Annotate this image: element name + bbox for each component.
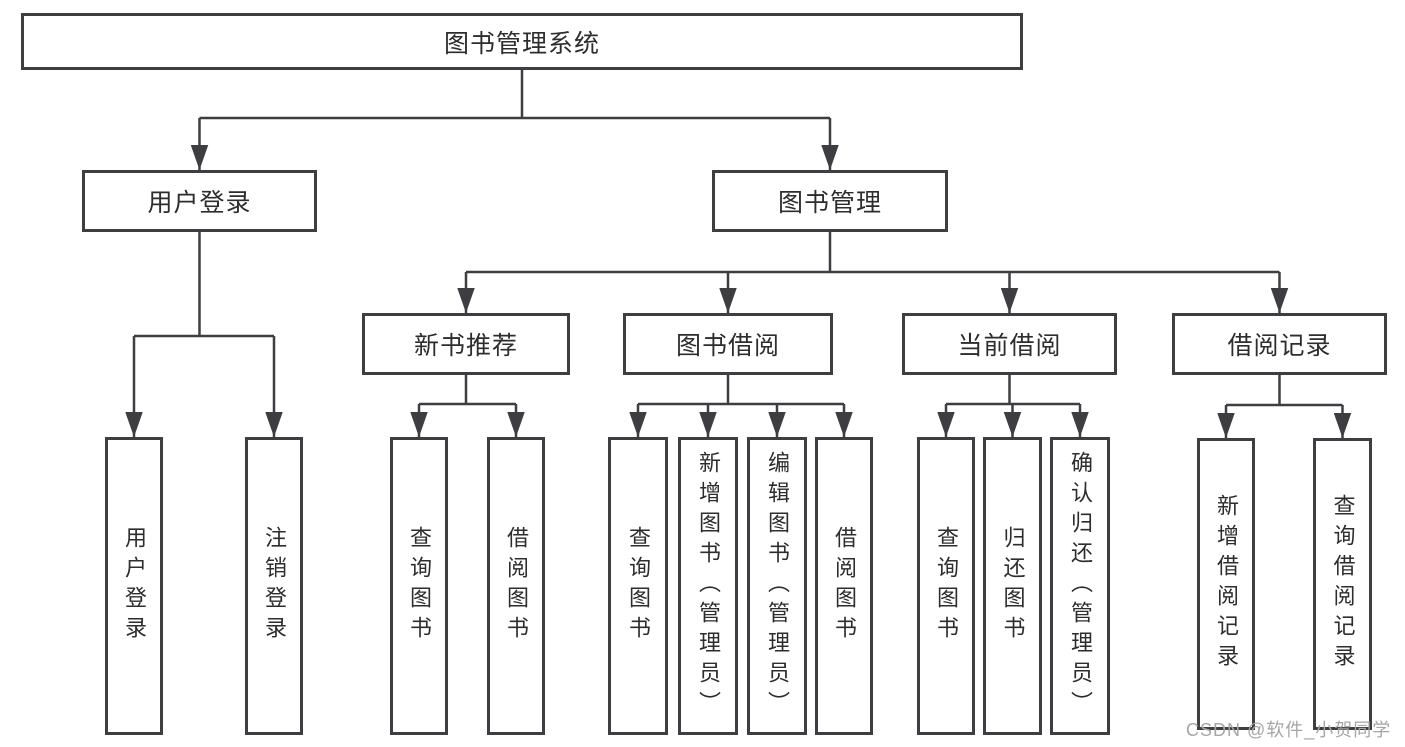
connector-borrow-records-trunk	[1226, 375, 1343, 407]
leaf-recommend-query-books: 查询图书	[390, 437, 448, 735]
connector-book-borrow-trunk	[638, 375, 844, 406]
csdn-watermark: CSDN @软件_小贺同学	[1186, 720, 1392, 740]
connector-user-login-trunk	[134, 232, 274, 338]
connector-current-borrow-trunk	[946, 375, 1080, 406]
node-current-borrow: 当前借阅	[902, 313, 1117, 375]
node-borrow-records: 借阅记录	[1172, 313, 1387, 375]
leaf-current-return-books: 归还图书	[983, 437, 1042, 735]
node-book-borrow: 图书借阅	[623, 313, 833, 375]
leaf-recommend-borrow-books: 借阅图书	[487, 437, 545, 735]
leaf-record-add: 新增借阅记录	[1197, 438, 1255, 730]
leaf-borrow-edit-books-admin: 编辑图书（管理员）	[747, 437, 807, 735]
leaf-record-query: 查询借阅记录	[1313, 438, 1372, 730]
node-user-login: 用户登录	[82, 170, 317, 232]
connector-new-book-trunk	[419, 375, 516, 406]
connector-book-management-trunk	[466, 232, 1280, 274]
leaf-borrow-query-books: 查询图书	[608, 437, 668, 735]
leaf-logout: 注销登录	[245, 437, 303, 735]
leaf-user-login: 用户登录	[105, 437, 163, 735]
connector-root-trunk	[199, 70, 830, 120]
node-new-book-recommend: 新书推荐	[362, 313, 570, 375]
node-root-library-system: 图书管理系统	[21, 13, 1023, 70]
leaf-current-query-books: 查询图书	[917, 437, 975, 735]
leaf-borrow-borrow-books: 借阅图书	[815, 437, 873, 735]
leaf-borrow-add-books-admin: 新增图书（管理员）	[678, 437, 738, 735]
leaf-current-confirm-return-admin: 确认归还（管理员）	[1050, 437, 1110, 735]
node-book-management: 图书管理	[712, 170, 948, 232]
